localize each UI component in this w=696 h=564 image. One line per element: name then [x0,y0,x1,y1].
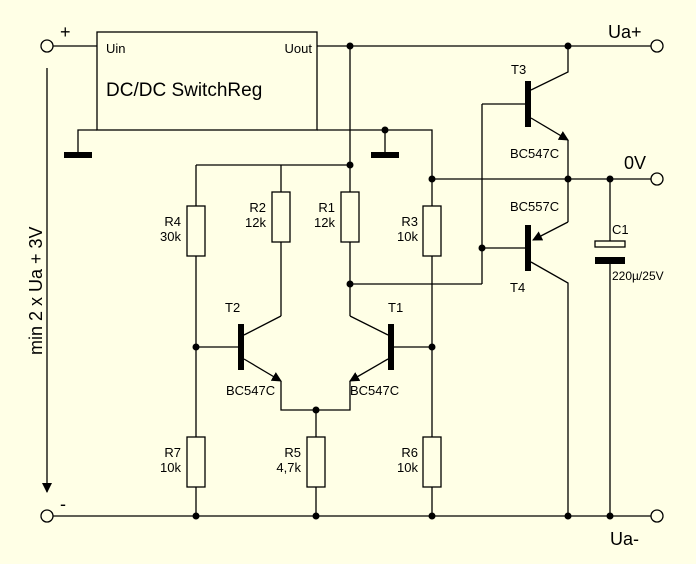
capacitor-c1-value: 220µ/25V [612,269,664,283]
resistor-r1-ref: R1 [318,200,335,215]
transistor-t1-ref: T1 [388,300,403,315]
resistor-r6 [422,436,442,488]
capacitor-c1-ref: C1 [612,222,629,237]
labels: + - min 2 x Ua + 3V Ua+ 0V Ua- R4 30k R2… [26,22,664,549]
dcdc-regulator: Uin Uout DC/DC SwitchReg [96,31,318,131]
resistor-r7 [186,436,206,488]
resistor-r3-ref: R3 [401,214,418,229]
transistor-t2-ref: T2 [225,300,240,315]
resistor-r1 [340,191,360,243]
terminal-ua-minus[interactable] [650,509,664,523]
transistor-t2-base-bar [238,324,244,370]
transistor-t4-base-bar [525,225,531,271]
ground-symbols [64,152,399,158]
transistor-t1-type: BC547C [350,383,399,398]
transistor-t3-base-bar [525,81,531,127]
resistor-r3 [422,205,442,257]
terminal-input-minus[interactable] [40,509,54,523]
regulator-pin-in: Uin [106,41,126,56]
transistor-bars [238,81,531,370]
resistor-r2 [271,191,291,243]
resistor-r1-value: 12k [314,215,335,230]
resistor-r2-ref: R2 [249,200,266,215]
resistor-r5 [306,436,326,488]
transistor-t2-type: BC547C [226,383,275,398]
resistor-r3-value: 10k [397,229,418,244]
resistor-r6-value: 10k [397,460,418,475]
terminal-0v[interactable] [650,172,664,186]
capacitor-c1 [594,240,626,264]
input-voltage-label: min 2 x Ua + 3V [26,226,46,355]
transistor-t1-base-bar [388,324,394,370]
ground-symbol-left [64,152,92,158]
output-ua-minus-label: Ua- [610,529,639,549]
regulator-box [96,31,318,131]
resistor-r4 [186,205,206,257]
terminals [40,39,664,523]
resistor-r2-value: 12k [245,215,266,230]
resistor-r4-value: 30k [160,229,181,244]
terminal-input-plus[interactable] [40,39,54,53]
junction-dots [192,42,614,520]
ground-symbol-right [371,152,399,158]
wires [53,45,651,517]
terminal-ua-plus[interactable] [650,39,664,53]
regulator-pin-out: Uout [285,41,313,56]
regulator-title: DC/DC SwitchReg [106,80,262,101]
transistor-t3-ref: T3 [511,62,526,77]
resistor-r7-value: 10k [160,460,181,475]
resistor-r5-ref: R5 [284,445,301,460]
input-plus-label: + [60,22,71,42]
resistor-r5-value: 4,7k [276,460,301,475]
transistor-t3-type: BC547C [510,146,559,161]
resistor-r6-ref: R6 [401,445,418,460]
capacitor-plate-negative [595,257,625,264]
resistor-r4-ref: R4 [164,214,181,229]
transistor-t4-ref: T4 [510,280,525,295]
output-0v-label: 0V [624,153,646,173]
capacitor-plate-positive [594,240,626,248]
resistor-r7-ref: R7 [164,445,181,460]
output-ua-plus-label: Ua+ [608,22,642,42]
transistor-t4-type: BC557C [510,199,559,214]
resistors [186,191,442,488]
input-minus-label: - [60,494,66,514]
